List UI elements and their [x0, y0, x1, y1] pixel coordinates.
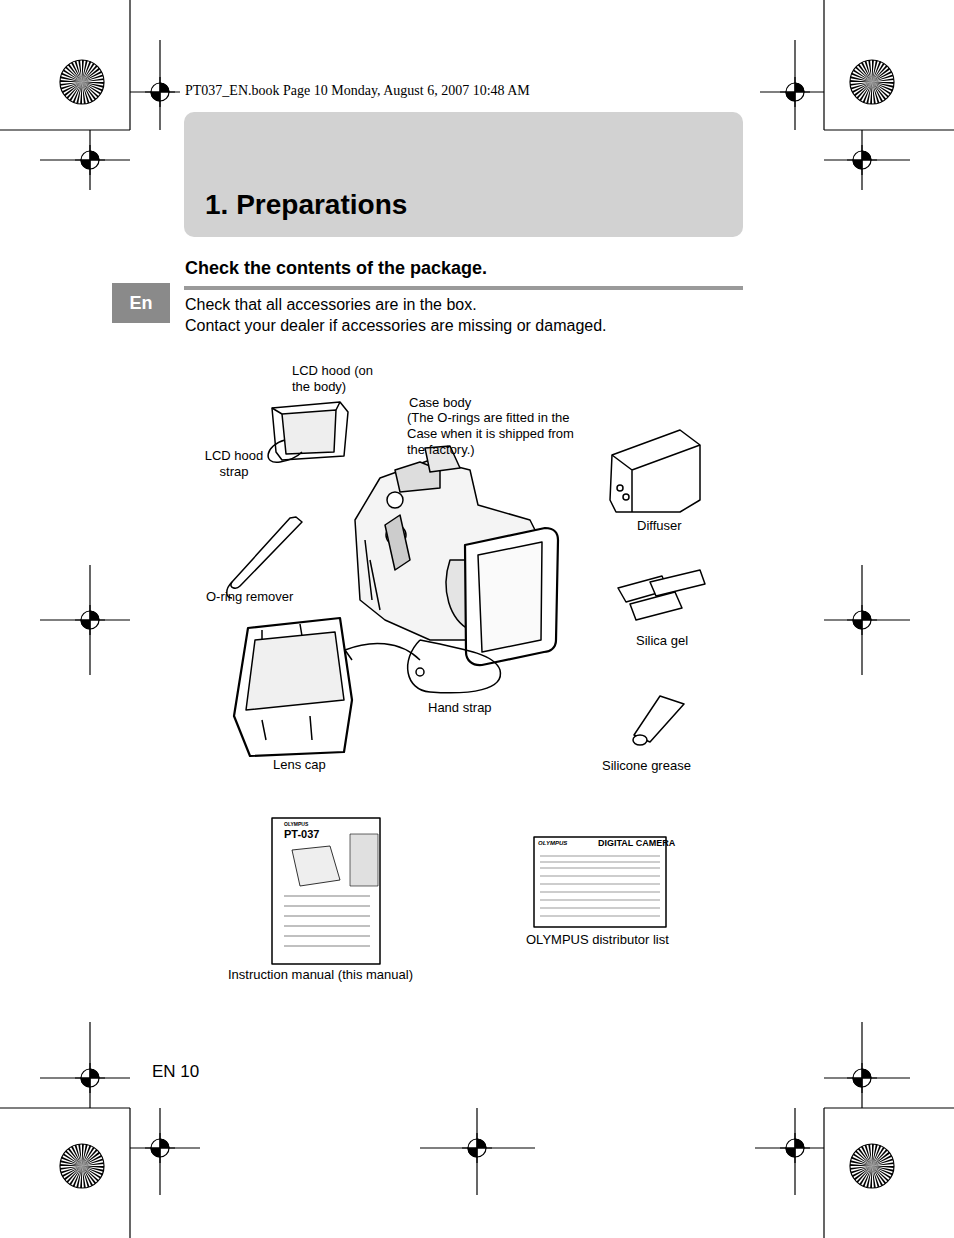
section-title: 1. Preparations [205, 188, 407, 222]
part-label: O-ring remover [206, 589, 293, 605]
section-heading: Check the contents of the package. [185, 258, 487, 280]
body-text: Contact your dealer if accessories are m… [185, 316, 607, 336]
part-label: LCD hood strap [196, 448, 272, 480]
language-tab: En [112, 283, 170, 323]
brand-logo: OLYMPUS [538, 840, 567, 847]
model-number: PT-037 [284, 828, 319, 841]
brand-logo: OLYMPUS [284, 821, 308, 827]
file-header: PT037_EN.book Page 10 Monday, August 6, … [185, 82, 530, 99]
tab-text: En [129, 293, 152, 314]
item-label: Instruction manual (this manual) [228, 967, 413, 983]
part-label: Lens cap [273, 757, 326, 773]
part-label: Silica gel [636, 633, 688, 649]
part-note: (The O-rings are fitted in the Case when… [407, 410, 593, 458]
part-label: LCD hood (on the body) [292, 363, 376, 395]
part-label: Diffuser [637, 518, 682, 534]
page-number: EN 10 [152, 1062, 199, 1083]
body-text: Check that all accessories are in the bo… [185, 295, 477, 315]
item-label: OLYMPUS distributor list [526, 932, 669, 948]
sheet-title: DIGITAL CAMERA [598, 838, 675, 849]
part-label: Hand strap [428, 700, 492, 716]
part-label: Silicone grease [602, 758, 691, 774]
part-label: Case body [409, 395, 471, 411]
